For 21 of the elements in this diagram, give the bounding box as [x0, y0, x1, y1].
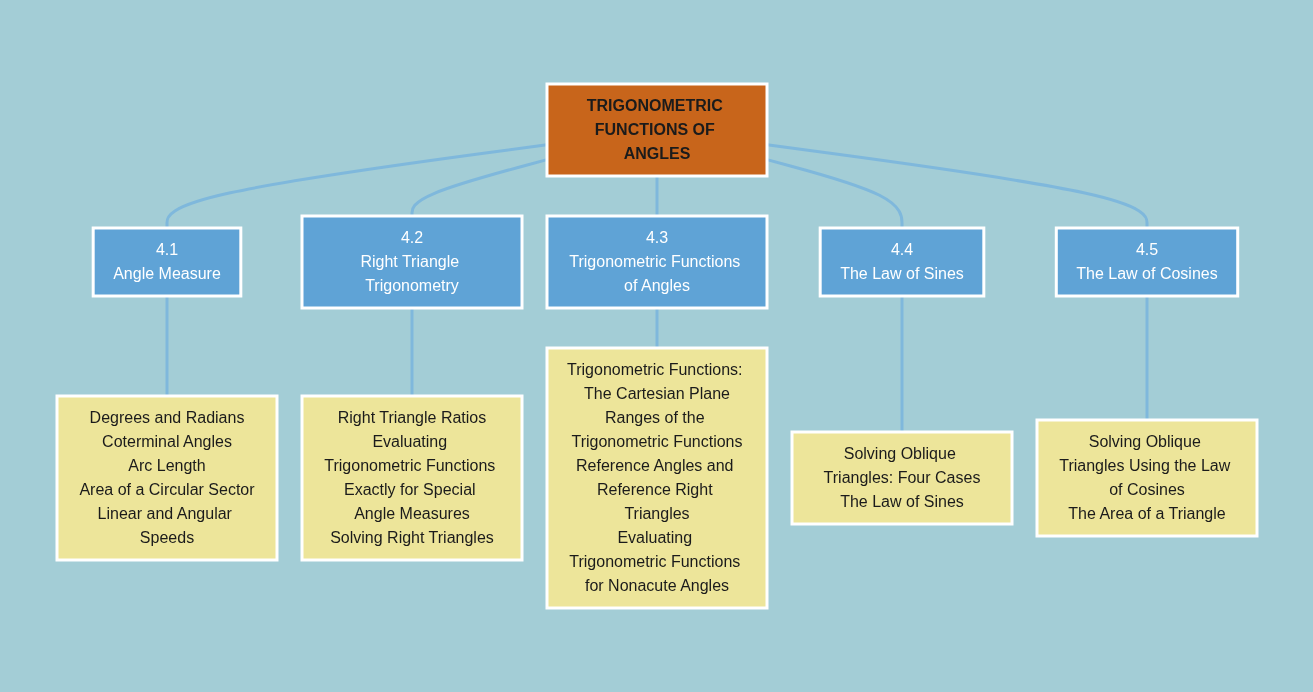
connector: [655, 176, 658, 216]
connector: [410, 158, 547, 216]
connector: [655, 308, 658, 348]
node-box: Solving Oblique Triangles Using the Law of Cosines The Area of a Triangle: [1035, 418, 1258, 538]
node-box: Right Triangle Ratios Evaluating Trigonometric Functions Exactly for Special Angle Measures Solving Right Triangles: [300, 394, 523, 562]
node-box: 4.1 Angle Measure: [91, 226, 242, 298]
connector: [766, 158, 903, 228]
connector: [900, 296, 903, 432]
node-box: 4.3 Trigonometric Functions of Angles: [545, 214, 768, 310]
node-box: Solving Oblique Triangles: Four Cases The Law of Sines: [790, 430, 1013, 526]
node-box: 4.5 The Law of Cosines: [1054, 226, 1239, 298]
connector: [165, 143, 547, 228]
node-box: Degrees and Radians Coterminal Angles Arc Length Area of a Circular Sector Linear and Angular Speeds: [55, 394, 278, 562]
node-box: 4.2 Right Triangle Trigonometry: [300, 214, 523, 310]
connector: [1145, 296, 1148, 420]
connector: [165, 296, 168, 396]
connector: [766, 143, 1148, 228]
node-box: 4.4 The Law of Sines: [818, 226, 985, 298]
connector: [410, 308, 413, 396]
node-box: TRIGONOMETRIC FUNCTIONS OF ANGLES: [545, 82, 768, 178]
node-box: Trigonometric Functions: The Cartesian Plane Ranges of the Trigonometric Functions Reference Angles and Reference Right Triangles Evaluating Trigonometric Functions for Nonacute Angles: [545, 346, 768, 610]
